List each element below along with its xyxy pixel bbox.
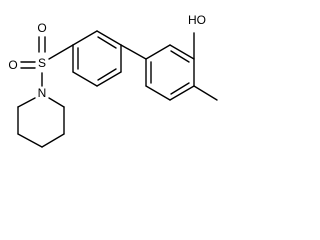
bond-c4-c5 [17, 133, 43, 148]
phenyl-ring [72, 30, 122, 87]
double-bond-p1-p2 [97, 36, 117, 49]
atom-label-oxygen-top: O [37, 21, 46, 35]
bond-p2-p3 [72, 30, 98, 46]
piperidine-ring [17, 97, 65, 148]
atom-label-hydroxyl: HO [188, 13, 206, 27]
double-bond-c1-c2 [170, 50, 190, 63]
bond-c-s [48, 44, 74, 60]
atom-label-oxygen-left: O [8, 58, 17, 72]
bond-c1-c2 [169, 44, 195, 60]
phenol-ring [145, 44, 195, 101]
biaryl-bond [120, 44, 147, 60]
bond-c4-c5 [145, 85, 171, 101]
bond-p5-p6 [96, 71, 122, 87]
chemical-structure: HO O O S N [8, 13, 218, 148]
bond-n-c2 [48, 97, 65, 108]
methyl-bond [193, 85, 218, 101]
double-bond-p5-p6 [97, 68, 117, 81]
double-bond-c3-c4 [170, 82, 190, 95]
bond-c3-c4 [169, 85, 195, 101]
atom-label-sulfur: S [38, 56, 46, 70]
bond-c6-c1 [145, 44, 171, 60]
bond-c6-n [17, 97, 36, 108]
bond-p4-p5 [72, 71, 98, 87]
bond-c3-c4 [41, 133, 65, 148]
bond-p1-p2 [96, 30, 122, 46]
atom-label-nitrogen: N [38, 86, 47, 100]
